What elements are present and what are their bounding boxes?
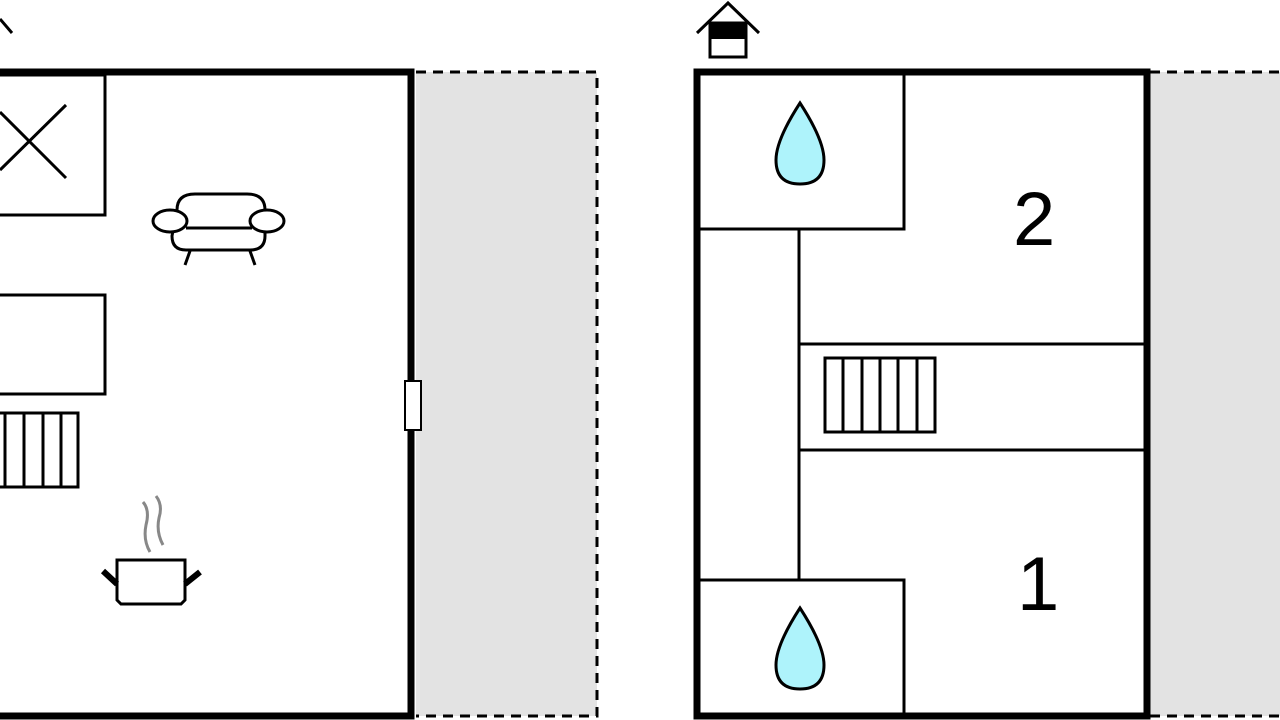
stairs-icon bbox=[823, 356, 937, 434]
fireplace-icon bbox=[0, 73, 107, 217]
bathroom-drop-icon bbox=[774, 100, 826, 186]
door-icon bbox=[404, 380, 422, 431]
upper-floor bbox=[693, 0, 1280, 720]
room-label-2: 2 bbox=[1013, 177, 1056, 262]
interior-walls bbox=[697, 75, 1144, 716]
exterior-wall bbox=[693, 68, 1151, 720]
entrance-icon bbox=[695, 0, 761, 59]
ground-floor bbox=[0, 18, 599, 720]
entrance-arrow bbox=[0, 18, 14, 34]
terrace-dashed-outline bbox=[1150, 70, 1280, 718]
stairs-icon bbox=[0, 411, 80, 489]
kitchen-pot-icon bbox=[100, 495, 202, 606]
sofa-icon bbox=[151, 192, 286, 266]
terrace-area bbox=[416, 72, 597, 716]
terrace-area bbox=[1150, 72, 1280, 716]
terrace-dashed-outline bbox=[416, 70, 599, 718]
counter bbox=[0, 293, 107, 396]
bathroom-drop-icon bbox=[774, 605, 826, 691]
room-label-1: 1 bbox=[1017, 542, 1060, 627]
